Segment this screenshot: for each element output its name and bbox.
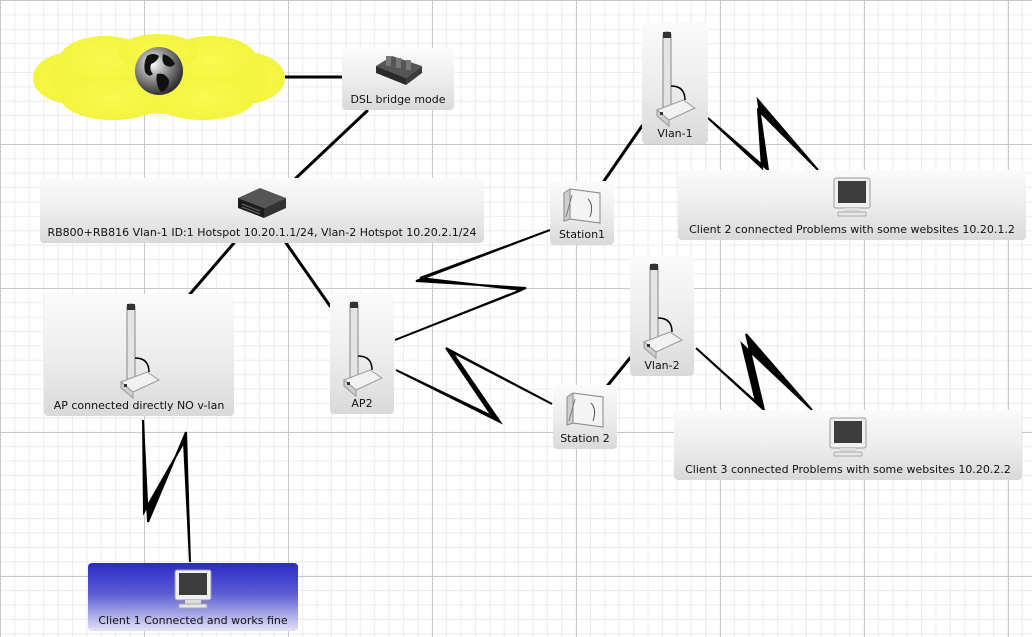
- internet-cloud-icon: [33, 34, 285, 120]
- omni-antenna-icon: [120, 303, 161, 400]
- client2-node[interactable]: Client 2 connected Problems with some we…: [678, 170, 1026, 240]
- vlan1-label: Vlan-1: [657, 127, 693, 140]
- wireless-link-vlan1-client2: [707, 96, 819, 173]
- router-label: RB800+RB816 Vlan-1 ID:1 Hotspot 10.20.1.…: [47, 226, 477, 239]
- vlan2-label: Vlan-2: [644, 359, 680, 372]
- vlan1-node[interactable]: Vlan-1: [642, 22, 708, 144]
- link-router-apdirect: [188, 241, 236, 296]
- globe-icon: [135, 47, 183, 95]
- ap2-label: AP2: [351, 397, 373, 410]
- internet-cloud-node[interactable]: [33, 34, 285, 122]
- client2-label: Client 2 connected Problems with some we…: [689, 223, 1015, 236]
- wireless-link-vlan2-client3: [695, 333, 813, 413]
- dsl-modem-icon: [376, 56, 422, 85]
- dsl-bridge-node[interactable]: DSL bridge mode: [342, 48, 454, 110]
- client3-label: Client 3 connected Problems with some we…: [685, 463, 1011, 476]
- computer-monitor-icon: [829, 417, 867, 457]
- link-vlan2-station2: [606, 356, 632, 387]
- client3-node[interactable]: Client 3 connected Problems with some we…: [674, 410, 1022, 480]
- router-node[interactable]: RB800+RB816 Vlan-1 ID:1 Hotspot 10.20.1.…: [40, 178, 484, 243]
- link-router-ap2: [284, 241, 332, 308]
- omni-antenna-icon: [643, 263, 684, 360]
- ap-direct-label: AP connected directly NO v-lan: [53, 399, 225, 412]
- wireless-link-ap2-station1: [394, 229, 551, 341]
- computer-monitor-icon: [174, 569, 212, 609]
- computer-monitor-icon: [833, 177, 871, 217]
- wireless-link-ap2-station2: [395, 347, 553, 425]
- omni-antenna-icon: [343, 301, 384, 398]
- station2-node[interactable]: Station 2: [553, 385, 617, 449]
- sector-antenna-icon: [566, 392, 604, 428]
- link-vlan1-station1: [602, 124, 644, 183]
- dsl-bridge-label: DSL bridge mode: [350, 93, 446, 106]
- client1-node[interactable]: Client 1 Connected and works fine: [88, 563, 298, 631]
- link-dsl-router: [294, 109, 369, 180]
- sector-antenna-icon: [563, 188, 601, 224]
- station2-label: Station 2: [560, 432, 610, 445]
- vlan2-node[interactable]: Vlan-2: [630, 256, 694, 376]
- ap-direct-node[interactable]: AP connected directly NO v-lan: [44, 294, 234, 416]
- omni-antenna-icon: [656, 31, 697, 128]
- station1-node[interactable]: Station1: [550, 181, 614, 245]
- client1-label: Client 1 Connected and works fine: [98, 614, 288, 627]
- station1-label: Station1: [558, 228, 606, 241]
- ap2-node[interactable]: AP2: [330, 294, 394, 414]
- router-icon: [238, 188, 286, 218]
- wireless-link-ap-client1: [142, 419, 191, 563]
